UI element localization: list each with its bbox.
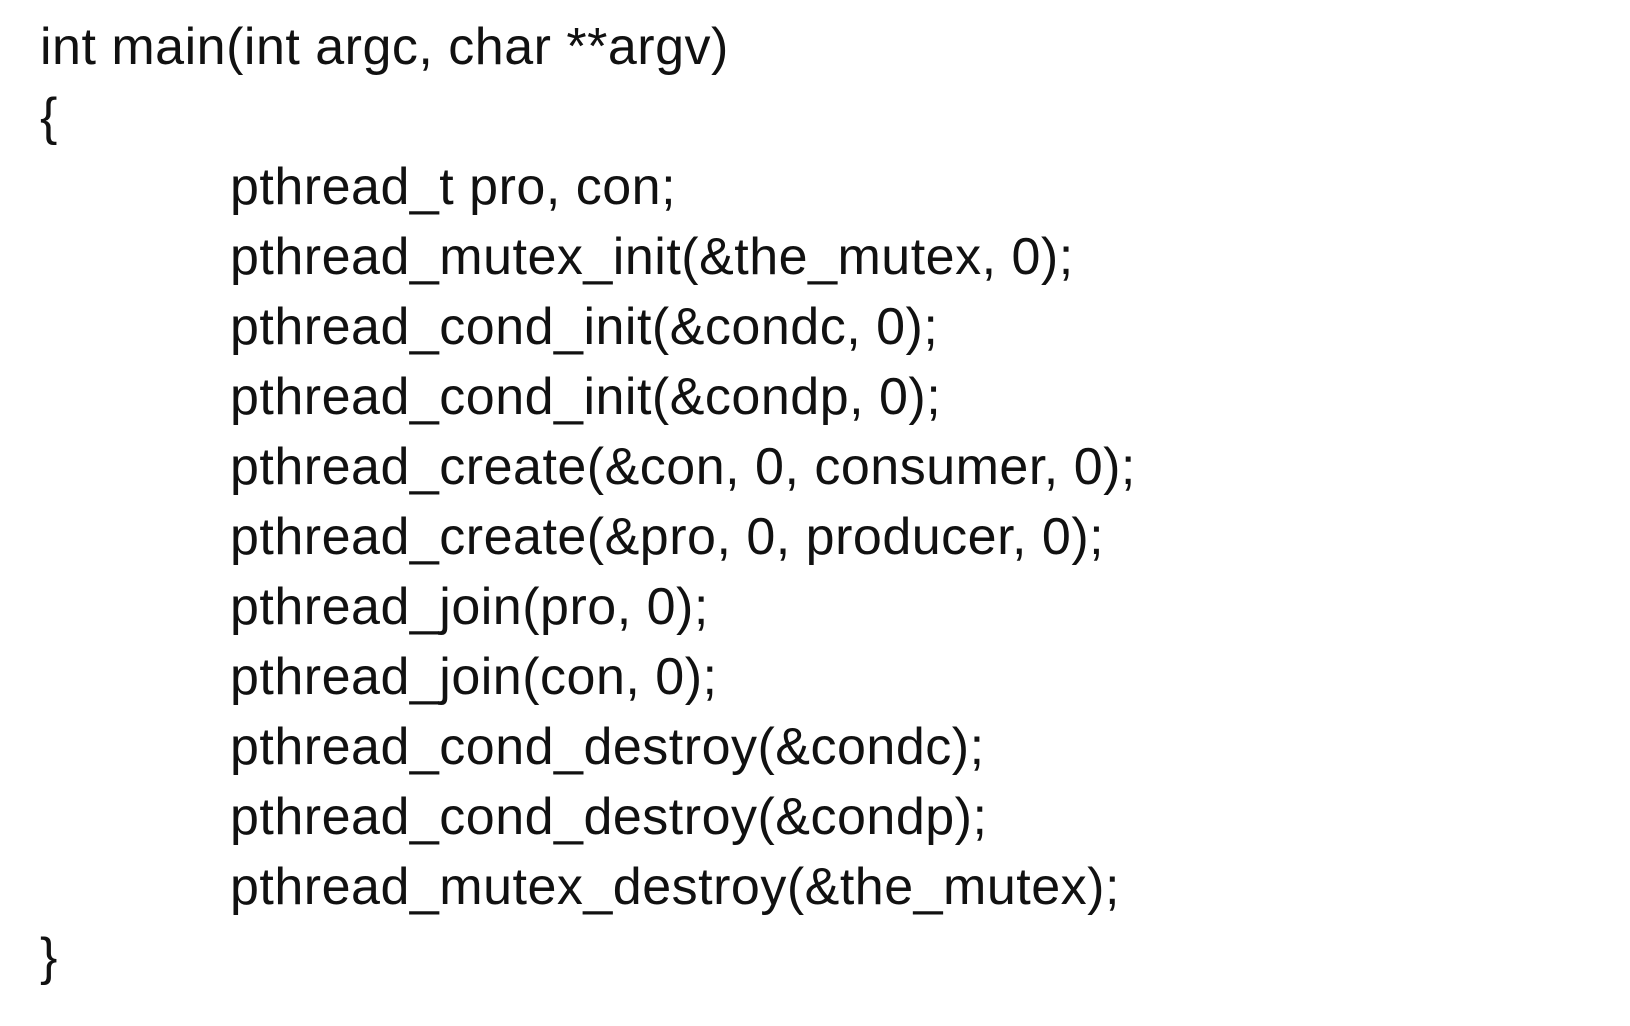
code-line-create-producer: pthread_create(&pro, 0, producer, 0); <box>230 508 1105 566</box>
code-line-create-consumer: pthread_create(&con, 0, consumer, 0); <box>230 438 1136 496</box>
code-line-cond-init-condc: pthread_cond_init(&condc, 0); <box>230 298 939 356</box>
code-line-function-signature: int main(int argc, char **argv) <box>40 18 729 76</box>
code-line-cond-destroy-condc: pthread_cond_destroy(&condc); <box>230 718 985 776</box>
code-line-join-con: pthread_join(con, 0); <box>230 648 718 706</box>
code-line-open-brace: { <box>40 88 58 146</box>
code-listing: int main(int argc, char **argv) { pthrea… <box>40 12 1620 992</box>
code-line-mutex-destroy: pthread_mutex_destroy(&the_mutex); <box>230 858 1120 916</box>
code-line-close-brace: } <box>40 928 58 986</box>
code-line-thread-declaration: pthread_t pro, con; <box>230 158 677 216</box>
code-line-join-pro: pthread_join(pro, 0); <box>230 578 709 636</box>
code-line-mutex-init: pthread_mutex_init(&the_mutex, 0); <box>230 228 1074 286</box>
code-line-cond-init-condp: pthread_cond_init(&condp, 0); <box>230 368 942 426</box>
code-line-cond-destroy-condp: pthread_cond_destroy(&condp); <box>230 788 988 846</box>
